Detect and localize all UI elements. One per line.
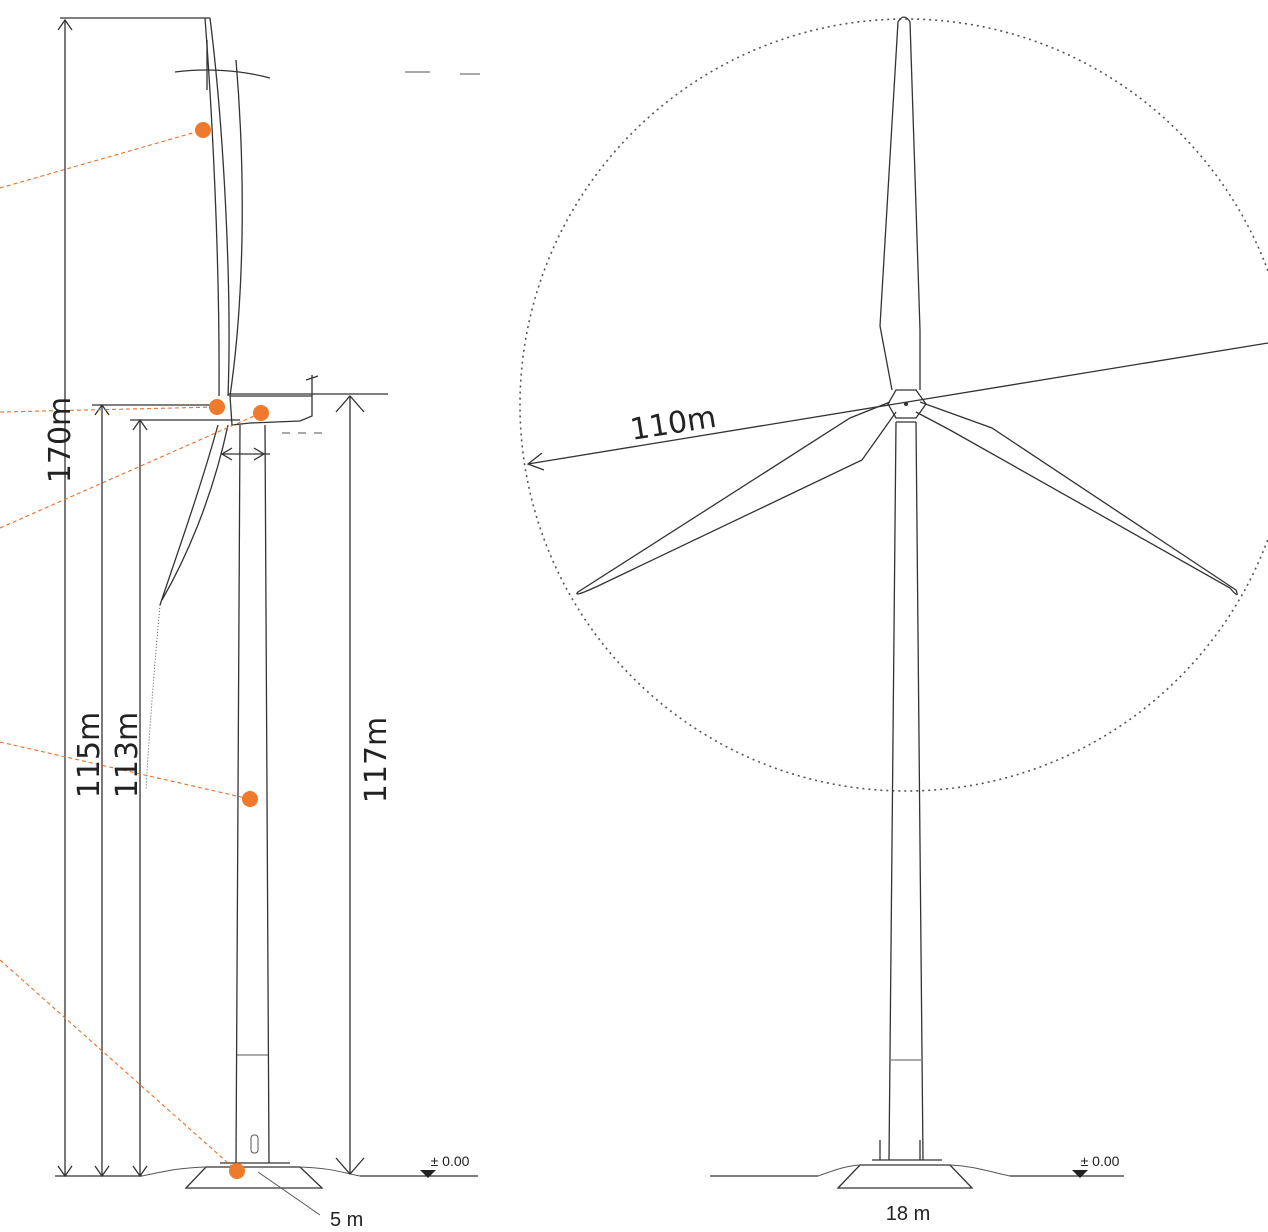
rotor-label: 110m: [628, 400, 719, 448]
height-113-label: 113m: [110, 712, 145, 798]
total-height-label: 170m: [43, 397, 78, 483]
front-tower: [879, 421, 924, 1161]
rotor-dimension: [526, 342, 1268, 471]
front-foundation: [710, 1159, 1124, 1189]
rotor-swept-area: [519, 18, 1268, 792]
side-view: 170m 115m 113m 117m ± 0.00 5 m: [0, 17, 480, 1231]
marker-hub: [209, 399, 225, 415]
side-view-markers: [0, 122, 269, 1179]
side-ground-level-label: ± 0.00: [431, 1153, 470, 1169]
front-blades: [576, 16, 1238, 596]
front-view: 110m ± 0.00 18 m: [519, 16, 1268, 1225]
side-foundation: [141, 1162, 361, 1189]
marker-foundation: [229, 1163, 245, 1179]
front-ground-level-label: ± 0.00: [1081, 1153, 1120, 1169]
marker-blade: [195, 122, 211, 138]
side-blades: [145, 17, 271, 791]
side-base-width-label: 5 m: [330, 1209, 363, 1231]
marker-tower: [242, 791, 258, 807]
front-base-width-label: 18 m: [886, 1203, 930, 1225]
front-hub: [887, 389, 927, 419]
side-tower: [235, 424, 270, 1164]
hub-height-label: 117m: [359, 717, 394, 803]
marker-nacelle: [253, 405, 269, 421]
side-nacelle: [228, 375, 388, 434]
dimension-lines: [55, 17, 478, 1216]
height-115-label: 115m: [72, 712, 107, 798]
